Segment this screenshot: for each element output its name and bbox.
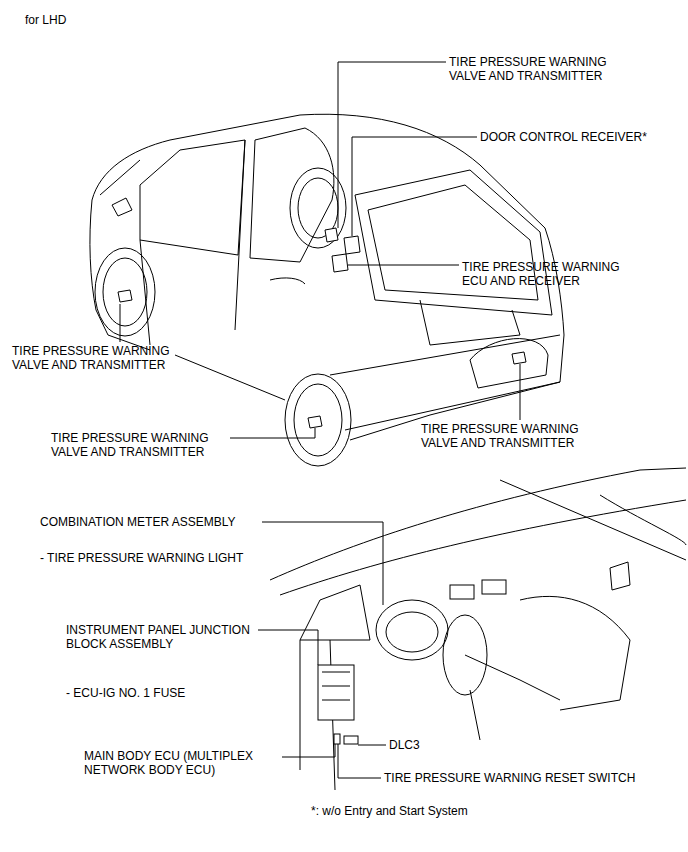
part-label: - ECU-IG NO. 1 FUSE	[66, 686, 185, 700]
part-label: for LHD	[25, 13, 66, 27]
valve-transmitter	[308, 416, 322, 428]
part-label: DLC3	[389, 738, 420, 752]
part-label: *: w/o Entry and Start System	[311, 804, 468, 818]
valve-transmitter	[325, 228, 338, 242]
car-body	[90, 114, 564, 466]
part-label: TIRE PRESSURE WARNING VALVE AND TRANSMIT…	[51, 431, 221, 459]
part-label: TIRE PRESSURE WARNING VALVE AND TRANSMIT…	[449, 55, 619, 83]
door-control-receiver	[344, 236, 360, 254]
valve-transmitter	[118, 290, 132, 302]
part-label: COMBINATION METER ASSEMBLY	[40, 515, 236, 529]
valve-transmitter	[512, 352, 526, 364]
part-label: MAIN BODY ECU (MULTIPLEX NETWORK BODY EC…	[84, 749, 269, 777]
ecu-receiver	[332, 254, 348, 272]
part-label: TIRE PRESSURE WARNING RESET SWITCH	[384, 771, 635, 785]
part-label: TIRE PRESSURE WARNING VALVE AND TRANSMIT…	[12, 344, 182, 372]
sensor-parts	[118, 228, 526, 428]
dashboard	[270, 468, 686, 790]
part-label: TIRE PRESSURE WARNING ECU AND RECEIVER	[462, 260, 632, 288]
leader-lines	[120, 62, 520, 778]
part-label: TIRE PRESSURE WARNING VALVE AND TRANSMIT…	[421, 422, 591, 450]
part-label: DOOR CONTROL RECEIVER*	[480, 130, 647, 144]
part-label: - TIRE PRESSURE WARNING LIGHT	[40, 551, 243, 565]
part-label: INSTRUMENT PANEL JUNCTION BLOCK ASSEMBLY	[66, 623, 266, 651]
